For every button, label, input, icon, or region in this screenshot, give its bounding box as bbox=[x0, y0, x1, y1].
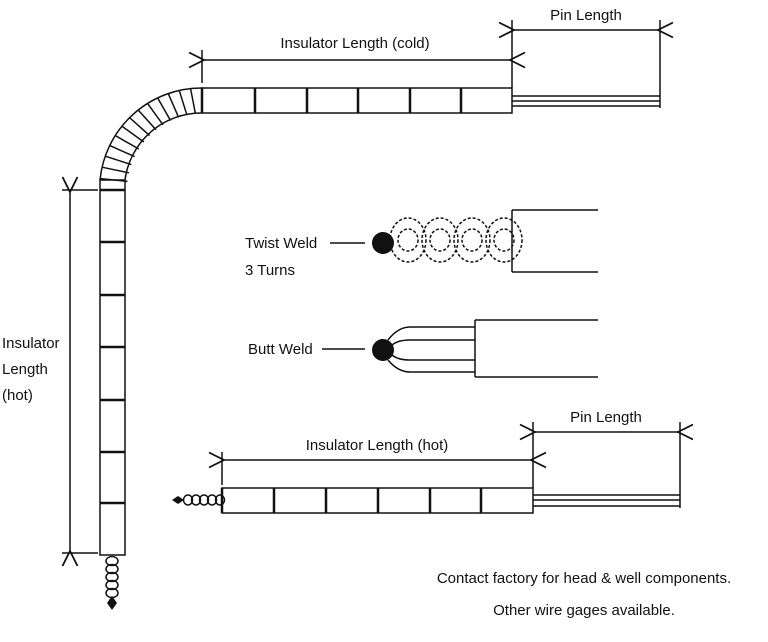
insulator-hot-vertical-label-2: Length bbox=[2, 361, 48, 378]
insulator-cold-label: Insulator Length (cold) bbox=[280, 35, 429, 52]
cold-dimension-line bbox=[202, 20, 660, 108]
insulator-hot-vertical-label-1: Insulator bbox=[2, 335, 60, 352]
twist-weld-detail bbox=[330, 209, 598, 273]
bottom-insulator-hot bbox=[220, 487, 534, 514]
butt-weld-label: Butt Weld bbox=[248, 341, 313, 358]
vertical-braid-tail bbox=[105, 555, 119, 599]
top-insulator-cold bbox=[200, 87, 513, 114]
top-pins bbox=[512, 95, 660, 107]
tip-icon bbox=[107, 596, 117, 610]
twist-weld-label: Twist Weld bbox=[245, 235, 317, 252]
twist-turns-label: 3 Turns bbox=[245, 262, 295, 279]
weld-bead-icon bbox=[372, 339, 394, 361]
pin-length-top-label: Pin Length bbox=[550, 7, 622, 24]
insulator-hot-vertical-label-3: (hot) bbox=[2, 387, 33, 404]
weld-bead-icon bbox=[372, 232, 394, 254]
vertical-insulator-hot bbox=[99, 179, 126, 556]
note-wire-gages: Other wire gages available. bbox=[493, 602, 675, 619]
tip-icon bbox=[172, 496, 184, 504]
note-contact-factory: Contact factory for head & well componen… bbox=[437, 570, 731, 587]
hot-bottom-dimension-line bbox=[222, 422, 680, 508]
bottom-pins bbox=[533, 494, 680, 507]
insulator-hot-bottom-label: Insulator Length (hot) bbox=[306, 437, 449, 454]
hot-vertical-dimension-line bbox=[62, 190, 98, 553]
bent-insulator-section bbox=[99, 87, 203, 183]
pin-length-bottom-label: Pin Length bbox=[570, 409, 642, 426]
bottom-braid-tail bbox=[182, 494, 226, 506]
butt-weld-detail bbox=[322, 319, 598, 378]
